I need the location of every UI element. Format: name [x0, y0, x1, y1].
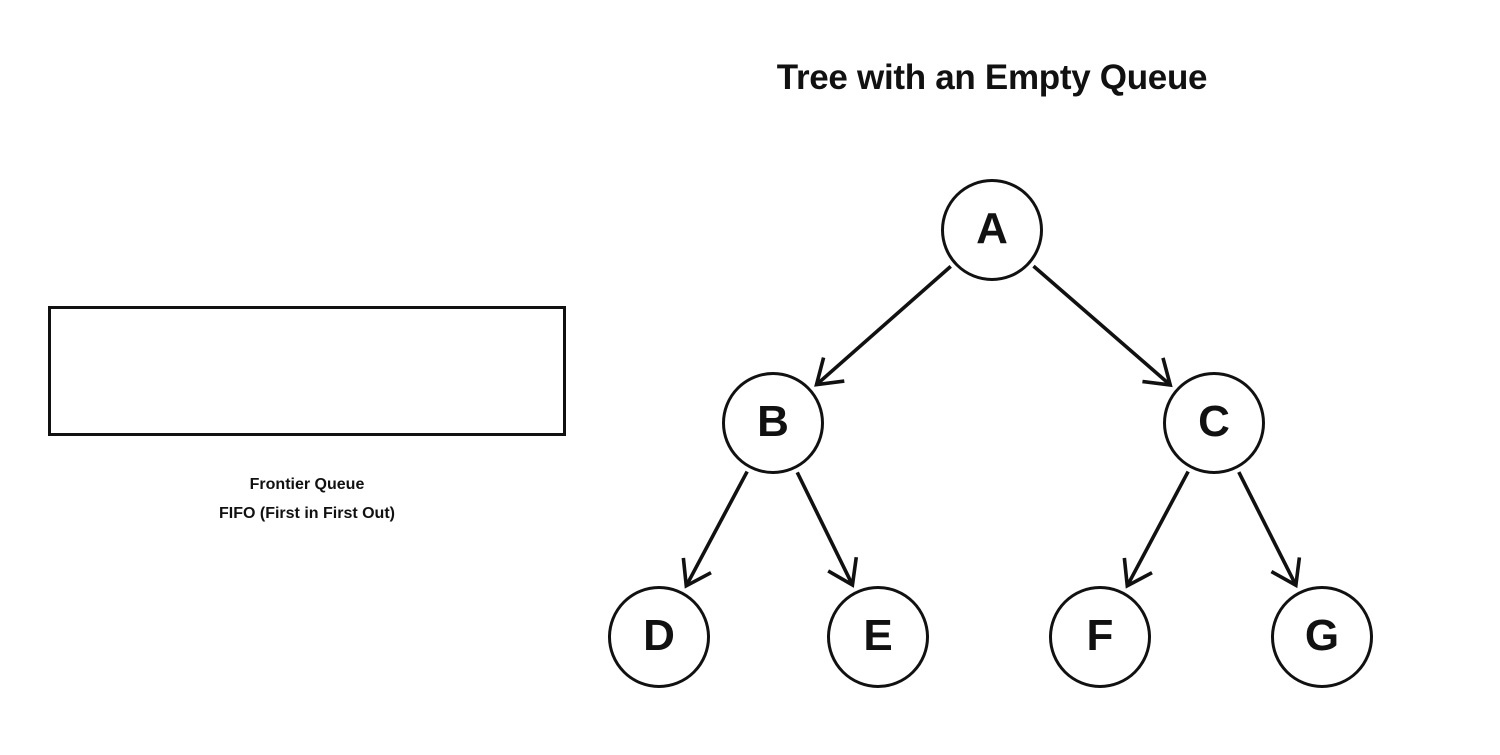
- tree-edge-c-f: [1125, 470, 1190, 587]
- tree-node-e[interactable]: E: [827, 586, 929, 688]
- tree-edge-b-e: [795, 471, 855, 586]
- tree-edge-a-b: [815, 265, 952, 387]
- tree-node-c[interactable]: C: [1163, 372, 1265, 474]
- tree-node-d[interactable]: D: [608, 586, 710, 688]
- tree-node-label: E: [863, 611, 893, 660]
- tree-node-label: B: [757, 397, 789, 446]
- arrowhead-b-d-icon: [681, 557, 712, 589]
- arrowhead-c-f-icon: [1122, 557, 1153, 589]
- tree-node-label: C: [1198, 397, 1230, 446]
- tree-node-a[interactable]: A: [941, 179, 1043, 281]
- tree-node-label: F: [1086, 611, 1114, 660]
- arrowhead-b-e-icon: [827, 556, 859, 588]
- page-title: Tree with an Empty Queue: [776, 58, 1208, 97]
- tree-node-label: A: [976, 204, 1008, 253]
- tree-node-label: G: [1304, 611, 1340, 660]
- arrowhead-a-b-icon: [814, 357, 845, 387]
- tree-edge-a-c: [1032, 264, 1172, 387]
- tree-node-f[interactable]: F: [1049, 586, 1151, 688]
- frontier-queue-caption-line1: Frontier Queue: [249, 476, 365, 493]
- arrowhead-a-c-icon: [1142, 357, 1173, 388]
- tree-edge-b-d: [684, 470, 749, 587]
- frontier-queue-caption: Frontier Queue FIFO (First in First Out): [48, 470, 566, 528]
- arrowhead-c-g-icon: [1270, 557, 1302, 589]
- tree-node-label: D: [643, 611, 675, 660]
- frontier-queue-box[interactable]: [48, 306, 566, 436]
- tree-edge-c-g: [1237, 471, 1298, 587]
- tree-node-g[interactable]: G: [1271, 586, 1373, 688]
- frontier-queue-items: [51, 309, 563, 433]
- frontier-queue-caption-line2: FIFO (First in First Out): [219, 505, 395, 522]
- tree-node-b[interactable]: B: [722, 372, 824, 474]
